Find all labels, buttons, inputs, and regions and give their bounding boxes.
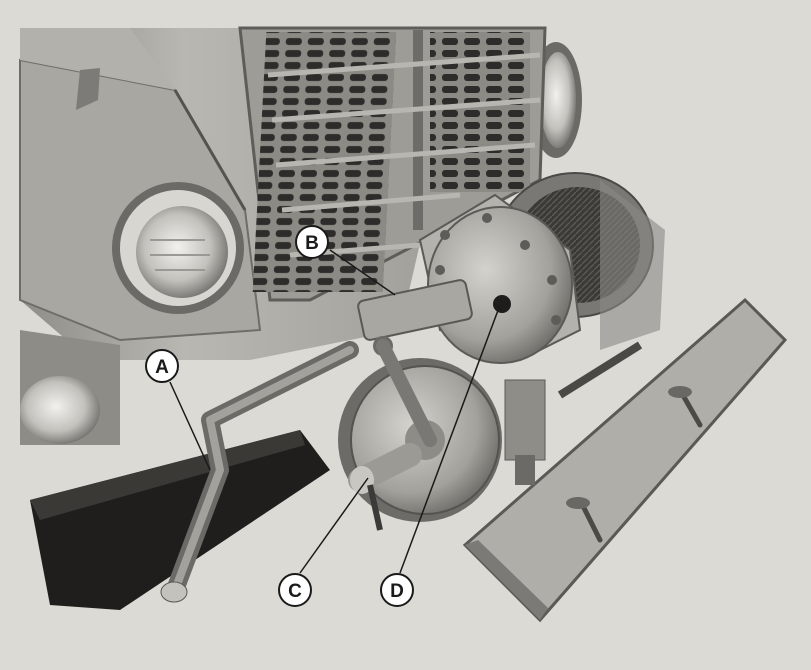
callout-b-label: B: [305, 233, 319, 254]
callout-a-label: A: [155, 357, 169, 378]
callout-c-label: C: [288, 581, 302, 602]
callout-c: C: [278, 573, 312, 607]
oil-plug: [493, 295, 511, 313]
bumper-plate: [462, 297, 788, 623]
leader-a: [169, 381, 211, 471]
callout-a: A: [145, 349, 179, 383]
leader-lines: [169, 249, 501, 574]
leader-b: [329, 249, 396, 296]
starting-crank: [160, 341, 359, 603]
leader-c: [299, 477, 369, 574]
callout-d: D: [380, 573, 414, 607]
callout-b: B: [295, 225, 329, 259]
leader-d: [399, 304, 501, 574]
winch-assembly: [418, 172, 665, 399]
fog-lamp: [20, 376, 100, 444]
control-linkage: [348, 279, 473, 531]
hood-latch: [76, 68, 100, 110]
front-bumper: [30, 430, 330, 610]
headlamp-left: [112, 182, 244, 314]
callout-d-label: D: [390, 581, 404, 602]
